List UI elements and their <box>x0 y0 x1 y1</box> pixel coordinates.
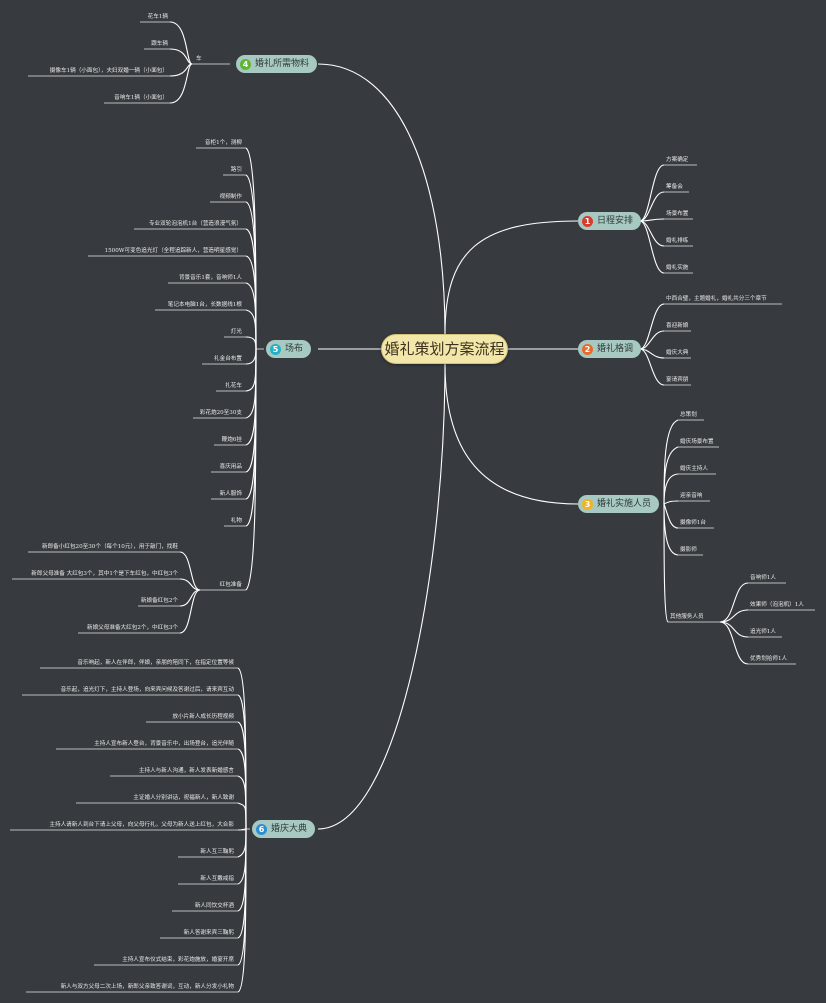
leaf-venue[interactable]: 笔记本电脑1台，长数据线1根 <box>167 302 242 308</box>
leaf-venue[interactable]: 专业双轮泡泡机1台（营造浪漫气氛） <box>148 221 242 227</box>
leaf-ceremony[interactable]: 主持人宣布仪式结束，彩花炮施放，婚宴开席 <box>122 957 234 963</box>
number-badge-icon: 6 <box>256 823 267 835</box>
branch-style[interactable]: 2 婚礼格调 <box>578 340 642 358</box>
leaf-car-item[interactable]: 跟车辆 <box>151 41 168 47</box>
branch-staff[interactable]: 3 婚礼实施人员 <box>578 495 660 513</box>
leaf-redpacket-item[interactable]: 新郎备小红包20至30个（每个10元），用于敲门，找鞋 <box>41 544 178 550</box>
leaf-staff-other-item[interactable]: 音响师1人 <box>750 575 776 581</box>
leaf-ceremony[interactable]: 新人同饮交杯酒 <box>194 903 234 909</box>
leaf-redpacket-item[interactable]: 新郎父母准备 大红包3个，其中1个是下车红包，中红包3个 <box>31 571 178 577</box>
leaf-venue[interactable]: 喜庆用品 <box>219 464 242 470</box>
leaf-style[interactable]: 喜迎新娘 <box>666 323 689 329</box>
leaf-ceremony[interactable]: 新人互三鞠躬 <box>200 849 234 855</box>
leaf-venue[interactable]: 音柜1个，测柳 <box>204 140 242 146</box>
leaf-style[interactable]: 婚庆大典 <box>666 350 689 356</box>
leaf-schedule[interactable]: 场景布置 <box>666 211 689 217</box>
leaf-venue[interactable]: 礼物 <box>230 518 242 524</box>
leaf-staff-other-item[interactable]: 追光师1人 <box>750 629 776 635</box>
leaf-ceremony[interactable]: 音乐起，追光灯下，主持人登场，向来宾问候及答谢过后，请来宾互动 <box>60 687 234 693</box>
branch-label: 场布 <box>285 344 304 354</box>
branch-label: 婚礼格调 <box>597 344 634 354</box>
branch-label: 婚庆大典 <box>271 824 308 834</box>
number-badge-icon: 5 <box>270 343 281 355</box>
leaf-staff[interactable]: 迎亲音响 <box>680 493 703 499</box>
root-topic[interactable]: 婚礼策划方案流程 <box>381 334 508 364</box>
leaf-venue[interactable]: 鞭炮6挂 <box>221 437 242 443</box>
leaf-staff[interactable]: 婚庆场景布置 <box>680 439 714 445</box>
leaf-schedule[interactable]: 方案确定 <box>666 157 689 163</box>
leaf-ceremony[interactable]: 新人答谢来宾三鞠躬 <box>183 930 234 936</box>
branch-ceremony[interactable]: 6 婚庆大典 <box>252 820 316 838</box>
number-badge-icon: 3 <box>582 498 593 510</box>
leaf-car-item[interactable]: 音响车1辆（小面包） <box>114 95 168 101</box>
leaf-car-item[interactable]: 摄像车1辆（小面包），夫妇双婚一辆（小面包） <box>49 68 168 74</box>
leaf-redpacket-item[interactable]: 新娘备红包2个 <box>140 598 178 604</box>
leaf-schedule[interactable]: 筹备会 <box>666 184 683 190</box>
branch-materials[interactable]: 4 婚礼所需物料 <box>236 55 318 73</box>
leaf-venue[interactable]: 灯光 <box>230 329 242 335</box>
leaf-venue-redpacket[interactable]: 红包准备 <box>219 582 242 588</box>
leaf-schedule[interactable]: 婚礼排练 <box>666 238 689 244</box>
number-badge-icon: 4 <box>240 58 251 70</box>
leaf-car[interactable]: 车 <box>196 56 202 62</box>
leaf-ceremony[interactable]: 新人互戴戒指 <box>200 876 234 882</box>
leaf-staff[interactable]: 总策划 <box>680 412 697 418</box>
number-badge-icon: 1 <box>582 215 593 227</box>
leaf-staff[interactable]: 摄影师 <box>680 547 697 553</box>
leaf-ceremony[interactable]: 主持人宣布新人登台，背景音乐中，出场登台，追光伴随 <box>94 741 234 747</box>
leaf-staff-other-item[interactable]: 优秀划拾师1人 <box>750 656 788 662</box>
branch-label: 日程安排 <box>597 216 634 226</box>
leaf-venue[interactable]: 彩花炮20至30支 <box>199 410 242 416</box>
leaf-ceremony[interactable]: 主证婚人分别讲话，祝福新人，新人致谢 <box>133 795 234 801</box>
leaf-venue[interactable]: 扎花车 <box>225 383 242 389</box>
leaf-ceremony[interactable]: 音乐响起，新人在伴郎，伴娘，亲朋的陪同下，在指定位置等候 <box>77 660 234 666</box>
leaf-venue[interactable]: 背景音乐1套，音响师1人 <box>178 275 242 281</box>
branch-label: 婚礼所需物料 <box>255 59 310 69</box>
leaf-car-item[interactable]: 花车1辆 <box>147 14 168 20</box>
leaf-style[interactable]: 中西合璧，主题婚礼，婚礼共分三个章节 <box>666 296 767 302</box>
branch-schedule[interactable]: 1 日程安排 <box>578 212 642 230</box>
leaf-venue[interactable]: 礼金台布置 <box>214 356 242 362</box>
branch-label: 婚礼实施人员 <box>597 499 652 509</box>
leaf-ceremony[interactable]: 主持人请新人到台下请上父母，向父母行礼，父母为新人送上红包，大合影 <box>49 822 234 828</box>
leaf-staff[interactable]: 婚庆主持人 <box>680 466 708 472</box>
leaf-staff-other[interactable]: 其他服务人员 <box>670 614 704 620</box>
leaf-venue[interactable]: 新人服饰 <box>219 491 242 497</box>
leaf-staff[interactable]: 摄像师1台 <box>680 520 706 526</box>
leaf-schedule[interactable]: 婚礼实施 <box>666 265 689 271</box>
leaf-staff-other-item[interactable]: 效果师（泡泡机）1人 <box>750 602 804 608</box>
leaf-venue[interactable]: 视频制作 <box>219 194 242 200</box>
number-badge-icon: 2 <box>582 343 593 355</box>
leaf-ceremony[interactable]: 主持人与新人沟通，新人发表新婚感言 <box>138 768 234 774</box>
leaf-ceremony[interactable]: 新人与双方父母二次上场，新郎父亲致答谢词，互动，新人分发小礼物 <box>60 984 234 990</box>
branch-venue[interactable]: 5 场布 <box>266 340 312 358</box>
leaf-style[interactable]: 宴请宾朋 <box>666 377 689 383</box>
leaf-ceremony[interactable]: 放小片新人成长历程视频 <box>172 714 234 720</box>
leaf-venue[interactable]: 1500W可变色追光灯（全程追踪新人，营造明星感觉） <box>104 248 242 254</box>
leaf-venue[interactable]: 路引 <box>230 167 242 173</box>
leaf-redpacket-item[interactable]: 新娘父母准备大红包2个，中红包3个 <box>86 625 178 631</box>
